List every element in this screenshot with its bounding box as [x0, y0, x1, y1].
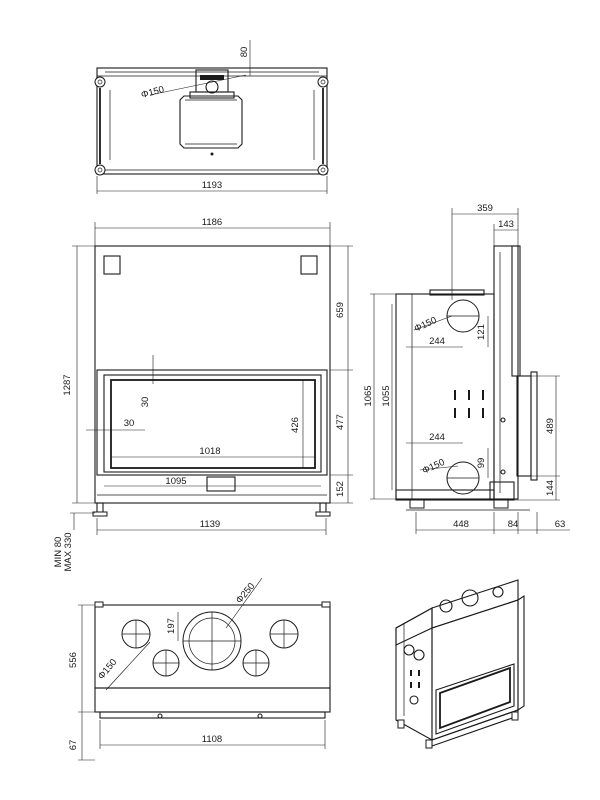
top-flue-label: Φ150: [140, 84, 165, 101]
side-height-outer-label: 1065: [363, 385, 374, 406]
side-view: 359 143 1065 1055 Φ150 244 121 489 244 Φ…: [363, 203, 570, 534]
isometric-view: [395, 579, 525, 749]
side-total-depth-label: 359: [477, 203, 493, 214]
front-offset-h-label: 30: [124, 418, 135, 429]
top-view: 1193 80 Φ150: [94, 40, 329, 194]
front-glass-height-label: 477: [335, 414, 346, 430]
side-base-label: 144: [545, 480, 556, 496]
front-offset-v-label: 30: [140, 397, 151, 408]
front-leg-width-label: 1139: [200, 519, 220, 530]
front-top-width-label: 1186: [202, 217, 222, 228]
side-flue-top-label: Φ150: [413, 315, 439, 335]
bottom-inlet-label: Φ150: [96, 657, 119, 682]
side-glass-label: 489: [545, 418, 556, 434]
front-view: 1186 1287 659 477 152 30 30 1018 426 109…: [53, 217, 353, 572]
side-depth-frame-label: 84: [508, 519, 519, 530]
bottom-outlet-label: Φ250: [234, 581, 257, 606]
top-width-label: 1193: [202, 180, 222, 191]
bottom-offset-label: 197: [166, 618, 177, 634]
side-flue-top-drop-label: 121: [476, 324, 487, 340]
side-flue-bottom-rise-label: 99: [476, 458, 487, 469]
front-base-label: 152: [335, 481, 346, 497]
front-height-label: 1287: [62, 374, 73, 395]
front-adjust-min-label: MIN 80: [53, 537, 64, 568]
side-flue-bottom-label: Φ150: [421, 457, 447, 477]
front-upper-label: 659: [335, 302, 346, 318]
bottom-width-label: 1108: [202, 734, 222, 745]
front-opening-height-label: 426: [290, 417, 301, 433]
bottom-depth-label: 556: [68, 652, 79, 668]
side-height-inner-label: 1055: [381, 385, 392, 406]
bottom-plinth-label: 67: [68, 740, 79, 751]
side-depth-body-label: 448: [453, 519, 469, 530]
front-frame-width-label: 1095: [165, 476, 186, 487]
side-flue-top-offset-label: 244: [429, 336, 445, 347]
side-flue-bottom-offset-label: 244: [429, 432, 445, 443]
front-opening-width-label: 1018: [199, 446, 220, 457]
top-depth-label: 80: [239, 47, 250, 58]
side-depth-glass-label: 63: [555, 519, 566, 530]
side-top-depth-label: 143: [498, 219, 514, 230]
bottom-view: Φ250 197 556 Φ150 1108 67: [68, 577, 331, 761]
front-adjust-max-label: MAX 330: [63, 532, 74, 571]
